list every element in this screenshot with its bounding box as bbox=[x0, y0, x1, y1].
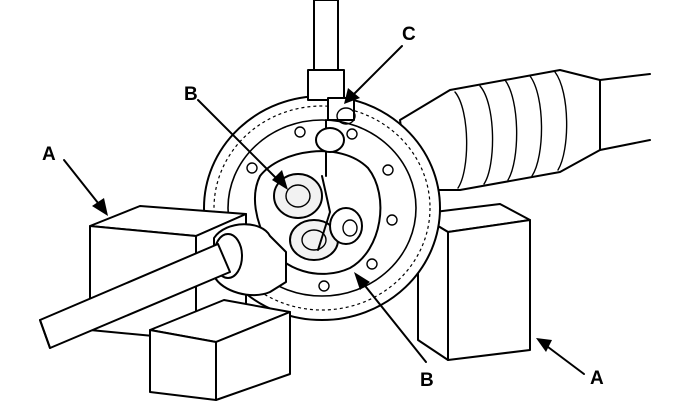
left-axle-shaft bbox=[39, 223, 287, 349]
callout-a-left: A bbox=[42, 144, 56, 165]
front-block bbox=[149, 299, 291, 401]
pinion-gear bbox=[329, 207, 363, 245]
arrow-a-right bbox=[536, 338, 585, 375]
arrow-c bbox=[344, 45, 403, 104]
callout-b-top: B bbox=[184, 84, 198, 105]
callout-a-right: A bbox=[590, 368, 604, 389]
dial-indicator bbox=[307, 0, 356, 177]
arrow-b-bottom bbox=[354, 272, 427, 363]
callout-c: C bbox=[402, 24, 416, 45]
right-axle-boot bbox=[399, 69, 651, 191]
leader-arrows bbox=[63, 45, 585, 375]
callout-b-bottom: B bbox=[420, 370, 434, 391]
arrow-b-top bbox=[197, 99, 288, 190]
arrow-a-left bbox=[63, 159, 108, 216]
